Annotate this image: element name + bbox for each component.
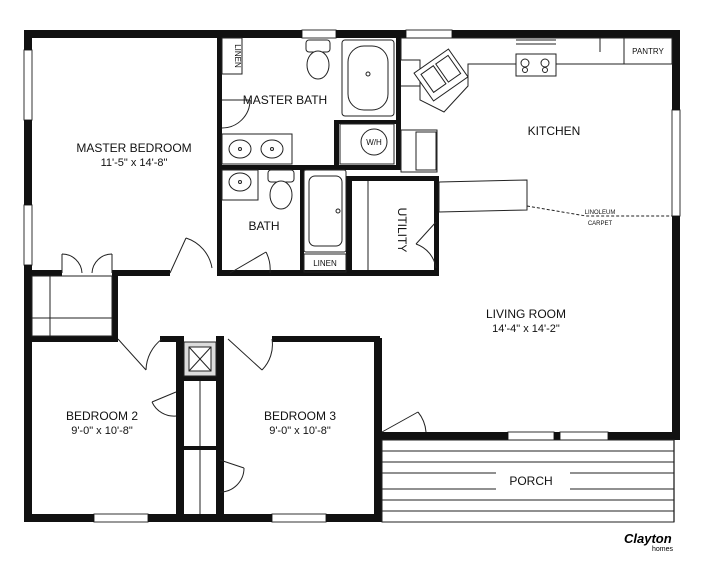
utility-name: UTILITY (395, 208, 409, 253)
linen-bath-label: LINEN (313, 259, 337, 268)
kitchen-bar (438, 179, 528, 213)
living-room-name: LIVING ROOM (486, 307, 566, 321)
fixtures (183, 37, 673, 377)
porch-name: PORCH (509, 474, 552, 488)
master-bath-name: MASTER BATH (243, 93, 327, 107)
bedroom-3-name: BEDROOM 3 (264, 409, 336, 423)
bedroom-3-size: 9'-0" x 10'-8" (269, 425, 331, 437)
logo-name: Clayton (624, 531, 672, 546)
carpet-label: CARPET (588, 221, 613, 227)
master-vanity (221, 133, 293, 165)
bedroom-2-size: 9'-0" x 10'-8" (71, 425, 133, 437)
hall-closet (183, 341, 217, 377)
bath-toilet (267, 169, 295, 210)
master-toilet (305, 39, 331, 80)
interior-lines (31, 37, 347, 514)
pantry-label: PANTRY (632, 47, 664, 56)
logo-sub: homes (652, 546, 674, 553)
master-bedroom-size: 11'-5" x 14'-8" (101, 157, 168, 169)
bedroom-2-name: BEDROOM 2 (66, 409, 138, 423)
clayton-logo: Clayton homes (624, 531, 674, 553)
water-heater (339, 123, 395, 165)
room-labels: MASTER BEDROOM 11'-5" x 14'-8" MASTER BA… (66, 93, 580, 488)
bath-tub (303, 169, 347, 253)
bath-vanity (221, 169, 259, 201)
water-heater-label: W/H (366, 138, 382, 147)
linoleum-label: LINOLEUM (585, 210, 616, 216)
master-bedroom-name: MASTER BEDROOM (76, 141, 191, 155)
kitchen-name: KITCHEN (528, 124, 581, 138)
living-room-size: 14'-4" x 14'-2" (492, 323, 560, 335)
kitchen-counters (400, 37, 673, 173)
linen-master-label: LINEN (233, 44, 242, 68)
walls (24, 30, 680, 522)
small-labels: LINEN LINEN W/H PANTRY LINOLEUM CARPET (233, 44, 665, 268)
porch (381, 439, 675, 523)
bath-name: BATH (248, 219, 279, 233)
doors (61, 99, 437, 493)
master-tub (341, 39, 395, 117)
